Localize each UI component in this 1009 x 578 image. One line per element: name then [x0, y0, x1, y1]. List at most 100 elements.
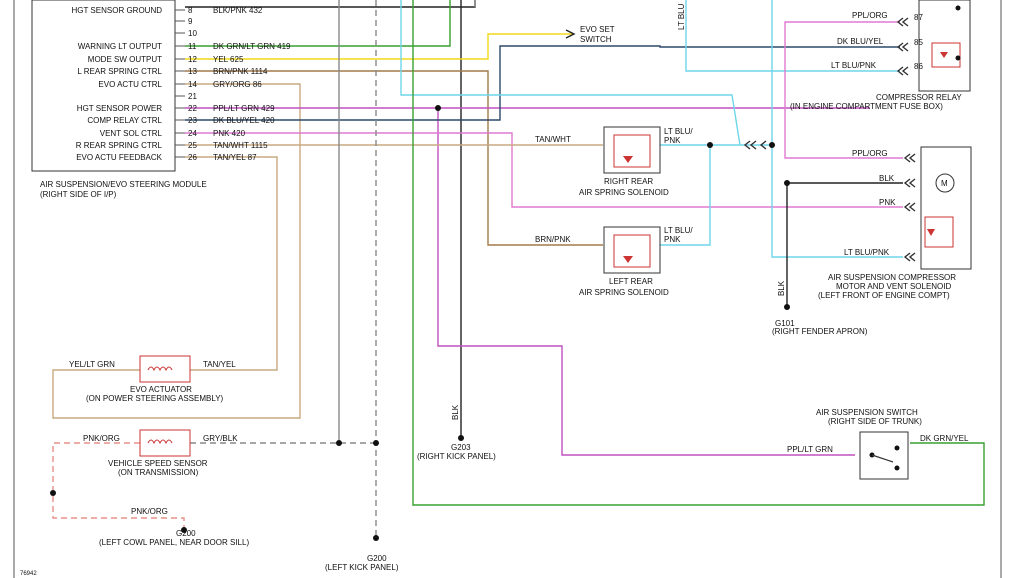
module-pin-number: 10: [188, 29, 197, 38]
wire-brn-pnk: [185, 70, 603, 246]
diode-icon: [940, 52, 948, 58]
module-wire-label: PPL/LT GRN 429: [213, 104, 275, 113]
junction-dot: [784, 304, 790, 310]
vss-right-wire: GRY/BLK: [203, 434, 238, 443]
comp-name: AIR SUSPENSION COMPRESSOR: [828, 273, 956, 282]
comp-wire-blk: BLK: [879, 174, 895, 183]
module-pin-number: 11: [188, 42, 197, 51]
wire-lt-blu-2: [685, 0, 900, 72]
wire-yel: [185, 33, 572, 60]
module-pin-number: 14: [188, 80, 197, 89]
vss-name: VEHICLE SPEED SENSOR: [108, 459, 208, 468]
wire-ppl-lt-grn-2: [437, 108, 855, 456]
module-pin-number: 8: [188, 6, 193, 15]
module-pin-number: 25: [188, 141, 197, 150]
comp-wire-ppl-org: PPL/ORG: [852, 149, 888, 158]
g101-location: (RIGHT FENDER APRON): [772, 327, 868, 336]
relay-pin-86: 86: [914, 62, 923, 71]
relay-pin-85: 85: [914, 38, 923, 47]
module-pin-number: 24: [188, 129, 197, 138]
switch-arm-icon: [871, 454, 894, 463]
module-pin-label: HGT SENSOR POWER: [77, 104, 162, 113]
relay-coil-icon: [931, 42, 961, 68]
arrow-icon: [565, 29, 576, 39]
g203-wire: BLK: [451, 404, 460, 420]
vehicle-speed-sensor: PNK/ORG GRY/BLK VEHICLE SPEED SENSOR (ON…: [83, 429, 238, 477]
relay-pin-87: 87: [914, 13, 923, 22]
g101-name: G101: [775, 319, 795, 328]
right-rear-solenoid: TAN/WHT LT BLU/ PNK RIGHT REAR AIR SPRIN…: [535, 126, 693, 197]
module-pin-label: VENT SOL CTRL: [100, 129, 163, 138]
junction-dot: [50, 490, 56, 496]
evo-actuator-name: EVO ACTUATOR: [130, 385, 192, 394]
module-wire-label: GRY/ORG 86: [213, 80, 262, 89]
module-box: [31, 0, 176, 172]
evo-actuator-left-wire: YEL/LT GRN: [69, 360, 115, 369]
rr-out-wire-2: PNK: [664, 136, 681, 145]
rr-coil-icon: [613, 134, 651, 168]
relay-wire-85: DK BLU/YEL: [837, 37, 884, 46]
module-pin-number: 23: [188, 116, 197, 125]
module-wire-label: PNK 420: [213, 129, 246, 138]
junction-dots: [50, 105, 790, 541]
rr-in-wire: TAN/WHT: [535, 135, 571, 144]
relay-terminal: [955, 55, 961, 61]
evo-set-switch: EVO SET SWITCH: [565, 25, 615, 44]
module-pin-label: EVO ACTU CTRL: [98, 80, 162, 89]
connector-icon: [896, 17, 909, 27]
evo-switch-line1: EVO SET: [580, 25, 615, 34]
junction-dot: [373, 440, 379, 446]
module-pin-label: R REAR SPRING CTRL: [76, 141, 163, 150]
module-pin-number: 26: [188, 153, 197, 162]
switch-left-wire: PPL/LT GRN: [787, 445, 833, 454]
evo-actuator-right-wire: TAN/YEL: [203, 360, 236, 369]
wire-dk-blu-yel: [185, 45, 900, 121]
g200-cowl-name: G200: [176, 529, 196, 538]
module-wire-label: DK BLU/YEL 420: [213, 116, 275, 125]
wire-dk-grn-lt-grn: [185, 0, 451, 47]
module-pin-label: COMP RELAY CTRL: [87, 116, 162, 125]
g200-kick-name: G200: [367, 554, 387, 563]
module-wire-label: TAN/WHT 1115: [213, 141, 268, 150]
rr-name: RIGHT REAR: [604, 177, 653, 186]
module-pin-number: 21: [188, 92, 197, 101]
rr-name-2: AIR SPRING SOLENOID: [579, 188, 669, 197]
junction-dot: [435, 105, 441, 111]
module-name: AIR SUSPENSION/EVO STEERING MODULE: [40, 180, 207, 189]
compressor-box: [920, 146, 972, 270]
switch-contact: [894, 445, 900, 451]
relay-name: COMPRESSOR RELAY: [876, 93, 962, 102]
connector-icon: [903, 202, 916, 212]
rr-solenoid-box: [603, 126, 661, 174]
lr-name: LEFT REAR: [609, 277, 653, 286]
g203-location: (RIGHT KICK PANEL): [417, 452, 496, 461]
diode-icon: [623, 156, 633, 163]
rr-out-wire-1: LT BLU/: [664, 127, 693, 136]
comp-wire-lt-blu-pnk: LT BLU/PNK: [844, 248, 890, 257]
wire-pnk: [185, 132, 903, 208]
wire-lt-blu-1: [400, 0, 741, 146]
g200-cowl-wire: PNK/ORG: [131, 507, 168, 516]
air-suspension-switch: AIR SUSPENSION SWITCH (RIGHT SIDE OF TRU…: [787, 408, 969, 480]
junction-dot: [336, 440, 342, 446]
vss-left-wire: PNK/ORG: [83, 434, 120, 443]
module-wire-label: BRN/PNK 1114: [213, 67, 268, 76]
evo-actuator-location: (ON POWER STEERING ASSEMBLY): [86, 394, 224, 403]
motor-icon: [935, 173, 955, 193]
module-pin-number: 9: [188, 17, 193, 26]
module: AIR SUSPENSION/EVO STEERING MODULE (RIGH…: [31, 0, 207, 199]
comp-wire-pnk: PNK: [879, 198, 896, 207]
evo-switch-line2: SWITCH: [580, 35, 612, 44]
g200-kick: G200 (LEFT KICK PANEL): [325, 554, 399, 572]
connector-icon: [743, 140, 757, 150]
lr-solenoid-box: [603, 226, 661, 274]
vent-coil-icon: [924, 216, 954, 248]
module-pin-number: 12: [188, 55, 197, 64]
module-pin-number: 13: [188, 67, 197, 76]
motor-symbol: M: [941, 179, 948, 188]
relay-location: (IN ENGINE COMPARTMENT FUSE BOX): [790, 102, 943, 111]
module-wire-label: DK GRN/LT GRN 419: [213, 42, 291, 51]
compressor-motor: PPL/ORG BLK PNK LT BLU/PNK M AIR SUSPENS…: [818, 146, 972, 300]
